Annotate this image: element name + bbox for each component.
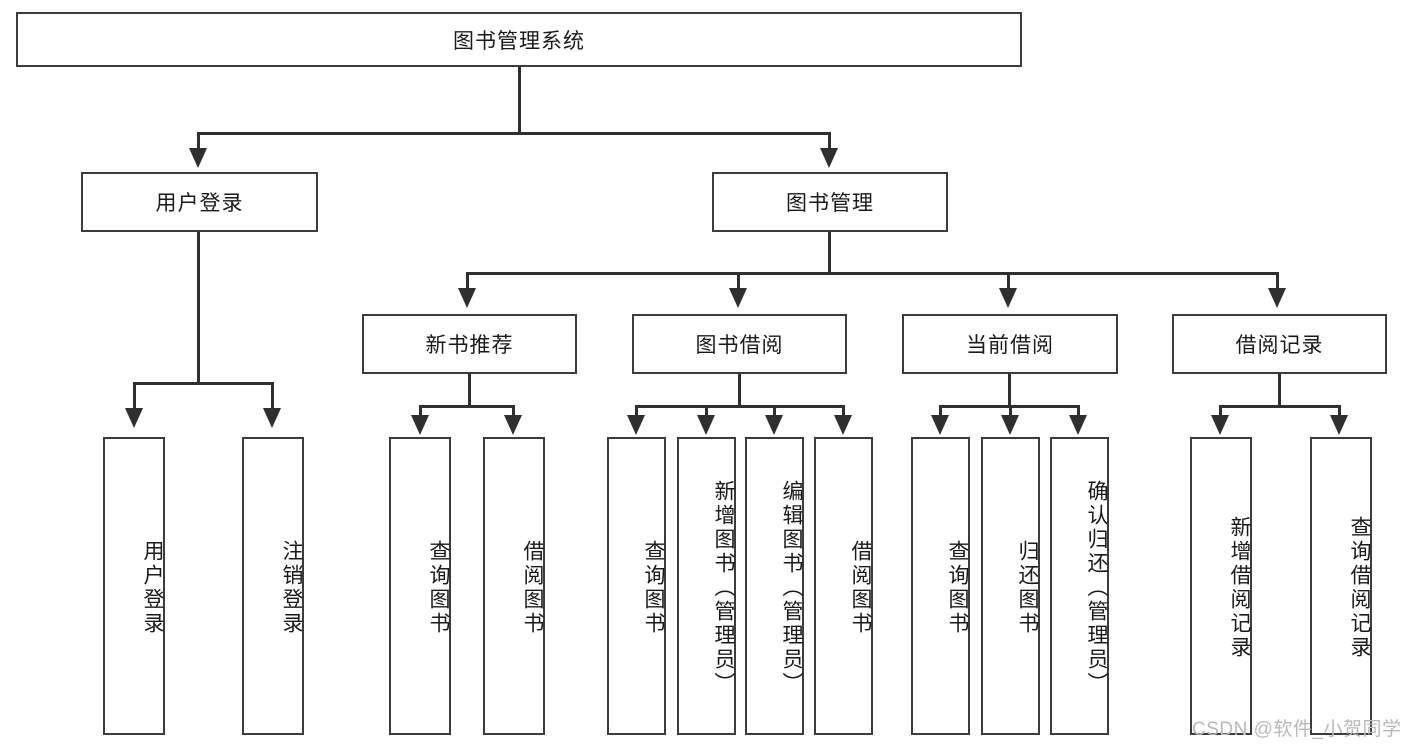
edge-newbook-to-leaf2 (512, 405, 515, 417)
edge-login-bus (133, 382, 272, 385)
edge-current-to-leaf2 (1009, 405, 1012, 417)
node-book-management: 图书管理 (712, 172, 948, 232)
arrow-bookmgmt-to-newbook (458, 288, 476, 308)
node-root-label: 图书管理系统 (453, 29, 585, 53)
arrow-current-to-leaf1 (931, 415, 949, 435)
node-borrow-records-label: 借阅记录 (1235, 334, 1324, 357)
leaf-add-book-admin-label: 新增图书（管理员） (712, 480, 735, 696)
leaf-user-login-label: 用户登录 (141, 540, 164, 636)
edge-borrow-to-leaf2 (705, 405, 708, 417)
edge-current-to-leaf1 (939, 405, 942, 417)
leaf-borrow-book-label: 借阅图书 (849, 540, 872, 636)
edge-root-to-bookmgmt (828, 132, 831, 150)
arrow-current-to-leaf3 (1069, 415, 1087, 435)
node-book-borrow-label: 图书借阅 (695, 334, 784, 357)
arrow-login-to-leaf1 (125, 408, 143, 428)
leaf-edit-book-admin-label: 编辑图书（管理员） (780, 480, 803, 696)
edge-records-to-leaf1 (1219, 405, 1222, 417)
edge-bookmgmt-to-borrow (737, 272, 740, 290)
leaf-borrow-book-recommend-label: 借阅图书 (521, 540, 544, 636)
leaf-return-book: 归还图书 (981, 437, 1040, 735)
edge-root-bus (197, 132, 831, 135)
edge-current-to-leaf3 (1077, 405, 1080, 417)
edge-borrow-to-leaf4 (842, 405, 845, 417)
leaf-query-book-borrow-label: 查询图书 (642, 540, 665, 636)
edge-borrow-to-leaf3 (773, 405, 776, 417)
node-root: 图书管理系统 (16, 12, 1022, 67)
node-user-login: 用户登录 (81, 172, 318, 232)
leaf-query-book-current-label: 查询图书 (946, 540, 969, 636)
edge-bookmgmt-bus (466, 272, 1279, 275)
edge-login-to-leaf2 (271, 382, 274, 410)
edge-root-to-login (197, 132, 200, 150)
arrow-bookmgmt-to-current (999, 288, 1017, 308)
edge-login-to-leaf1 (133, 382, 136, 410)
arrow-records-to-leaf2 (1330, 415, 1348, 435)
arrow-borrow-to-leaf1 (627, 415, 645, 435)
leaf-query-book-recommend: 查询图书 (389, 437, 451, 735)
arrow-root-to-login (189, 148, 207, 168)
edge-borrow-bus (635, 405, 844, 408)
leaf-query-borrow-record-label: 查询借阅记录 (1348, 516, 1371, 660)
leaf-query-borrow-record: 查询借阅记录 (1310, 437, 1372, 735)
leaf-logout-label: 注销登录 (280, 540, 303, 636)
leaf-return-book-label: 归还图书 (1016, 540, 1039, 636)
arrow-newbook-to-leaf2 (504, 415, 522, 435)
leaf-query-book-recommend-label: 查询图书 (427, 540, 450, 636)
node-current-borrow: 当前借阅 (902, 314, 1118, 374)
edge-borrow-to-leaf1 (635, 405, 638, 417)
arrow-newbook-to-leaf1 (411, 415, 429, 435)
arrow-current-to-leaf2 (1001, 415, 1019, 435)
node-borrow-records: 借阅记录 (1172, 314, 1387, 374)
node-current-borrow-label: 当前借阅 (966, 334, 1054, 357)
edge-newbook-bus (419, 405, 515, 408)
leaf-query-book-borrow: 查询图书 (607, 437, 666, 735)
node-new-book-recommend-label: 新书推荐 (425, 334, 514, 357)
leaf-confirm-return-admin-label: 确认归还（管理员） (1085, 480, 1108, 696)
edge-records-to-leaf2 (1338, 405, 1341, 417)
edge-current-stem (1008, 374, 1011, 408)
arrow-borrow-to-leaf4 (834, 415, 852, 435)
edge-records-bus (1219, 405, 1341, 408)
edge-bookmgmt-to-records (1276, 272, 1279, 290)
arrow-root-to-bookmgmt (820, 148, 838, 168)
leaf-borrow-book: 借阅图书 (814, 437, 873, 735)
node-new-book-recommend: 新书推荐 (362, 314, 577, 374)
edge-borrow-stem (738, 374, 741, 408)
arrow-bookmgmt-to-borrow (729, 288, 747, 308)
csdn-watermark: CSDN @软件_小贺同学 (1192, 719, 1402, 740)
leaf-borrow-book-recommend: 借阅图书 (483, 437, 545, 735)
edge-bookmgmt-to-newbook (466, 272, 469, 290)
node-book-management-label: 图书管理 (786, 192, 874, 215)
leaf-add-borrow-record: 新增借阅记录 (1190, 437, 1252, 735)
arrow-borrow-to-leaf2 (697, 415, 715, 435)
edge-bookmgmt-stem (828, 232, 831, 274)
arrow-login-to-leaf2 (263, 408, 281, 428)
edge-root-stem (518, 67, 521, 134)
leaf-add-book-admin: 新增图书（管理员） (677, 437, 736, 735)
leaf-query-book-current: 查询图书 (911, 437, 970, 735)
edge-login-stem (197, 232, 200, 384)
node-user-login-label: 用户登录 (155, 192, 244, 215)
leaf-add-borrow-record-label: 新增借阅记录 (1228, 516, 1251, 660)
arrow-borrow-to-leaf3 (765, 415, 783, 435)
arrow-bookmgmt-to-records (1268, 288, 1286, 308)
arrow-records-to-leaf1 (1211, 415, 1229, 435)
leaf-user-login: 用户登录 (103, 437, 165, 735)
leaf-logout: 注销登录 (242, 437, 304, 735)
edge-newbook-stem (468, 374, 471, 408)
leaf-confirm-return-admin: 确认归还（管理员） (1050, 437, 1109, 735)
edge-bookmgmt-to-current (1007, 272, 1010, 290)
node-book-borrow: 图书借阅 (632, 314, 847, 374)
edge-records-stem (1278, 374, 1281, 408)
leaf-edit-book-admin: 编辑图书（管理员） (745, 437, 804, 735)
edge-newbook-to-leaf1 (419, 405, 422, 417)
